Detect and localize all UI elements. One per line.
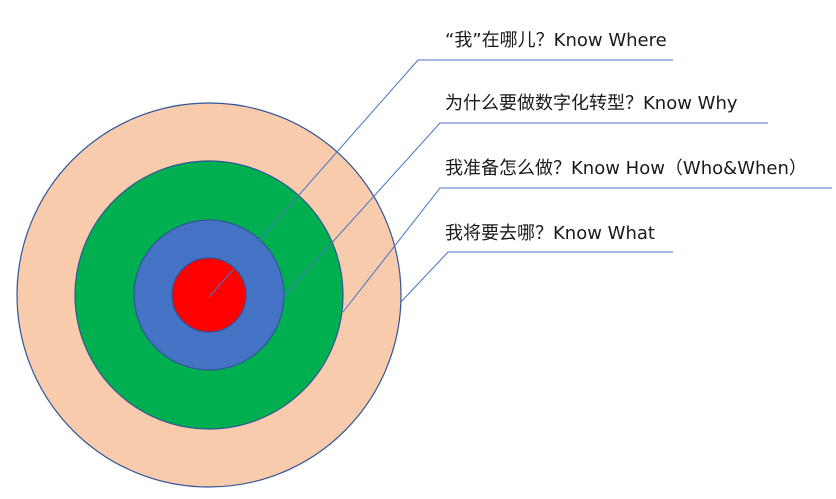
label-know-what: 我将要去哪？Know What <box>445 223 655 244</box>
label-know-how: 我准备怎么做？Know How（Who&When） <box>445 158 807 179</box>
leader-line-where <box>208 59 673 298</box>
label-know-why: 为什么要做数字化转型？Know Why <box>445 93 738 114</box>
leader-line-what <box>400 251 673 303</box>
center-circle <box>171 257 247 333</box>
leader-line-why <box>281 122 768 299</box>
leader-line-how <box>342 187 832 313</box>
label-know-where: “我”在哪儿？Know Where <box>445 30 667 51</box>
